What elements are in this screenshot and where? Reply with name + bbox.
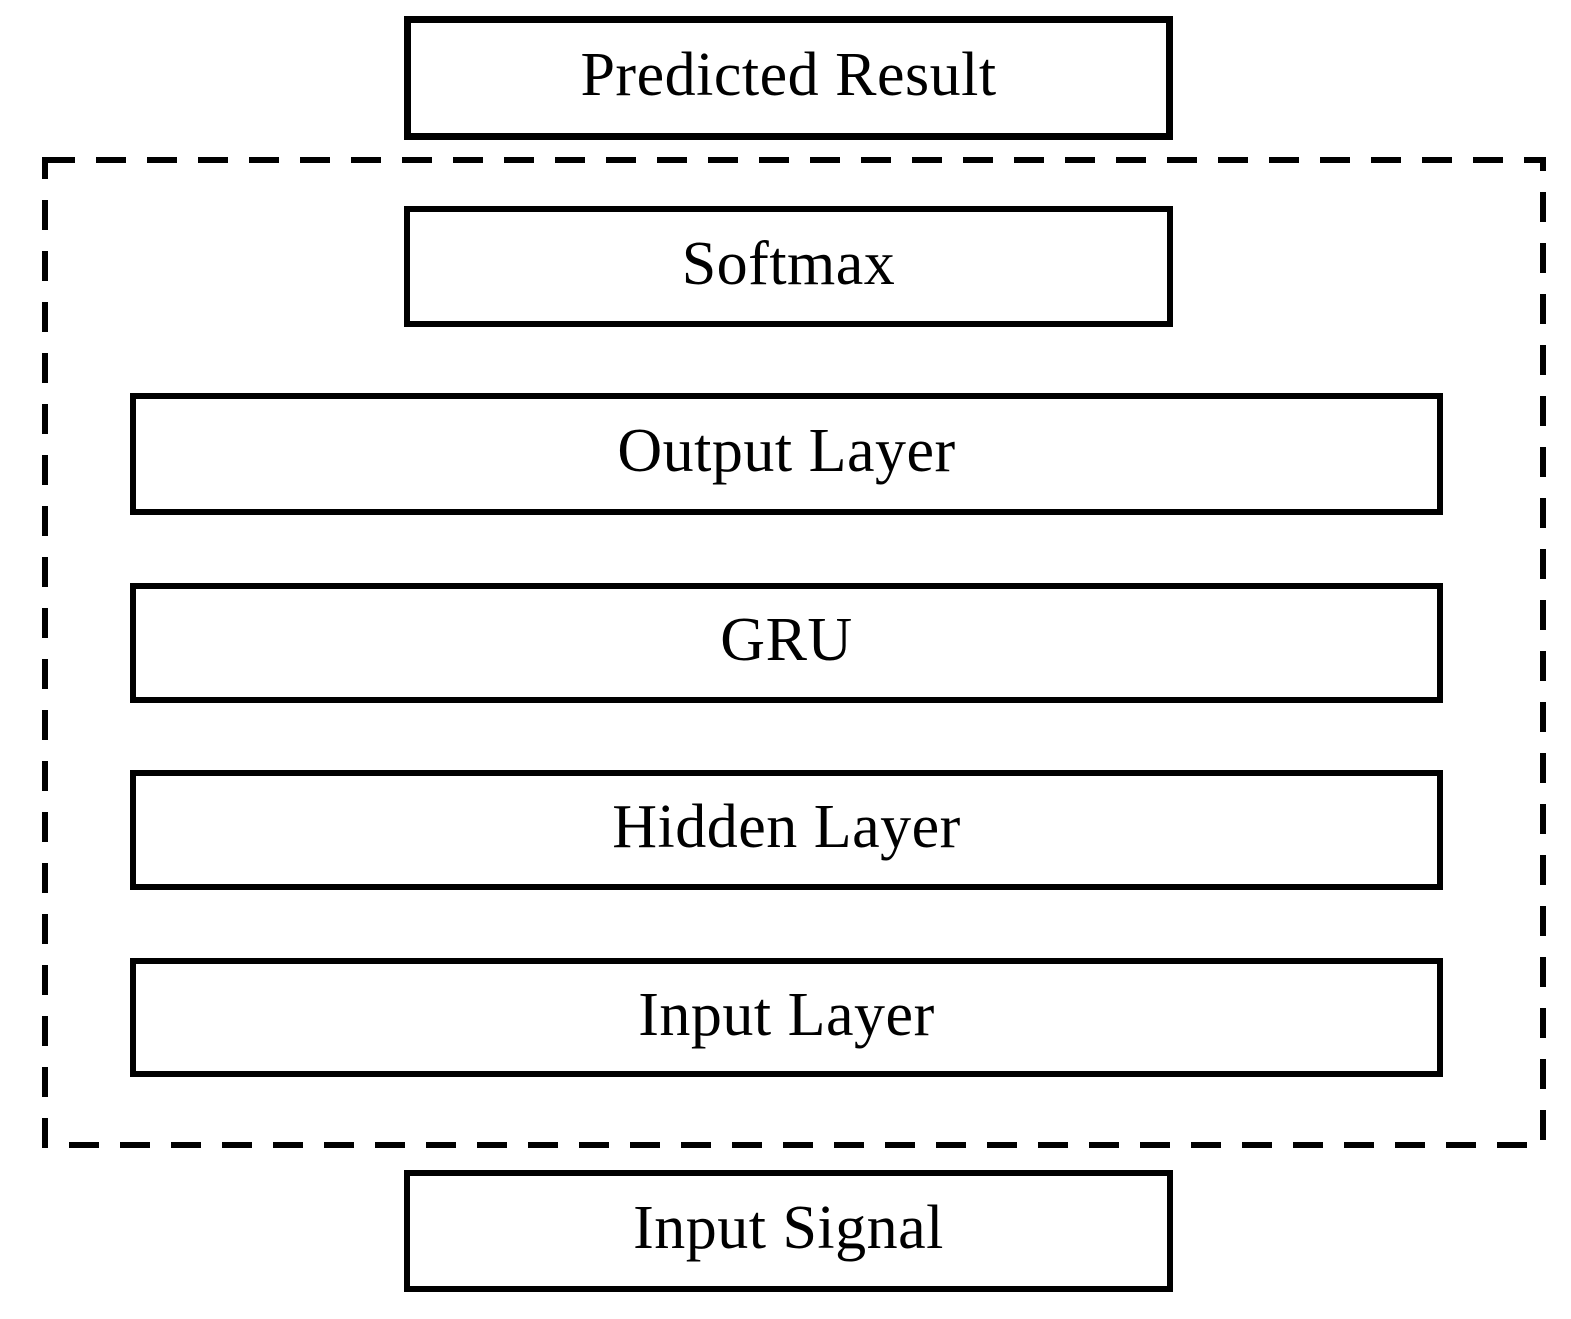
node-output-layer-label: Output Layer [617, 417, 956, 485]
node-predicted-result: Predicted Result [404, 16, 1173, 140]
node-input-signal: Input Signal [404, 1170, 1173, 1292]
node-softmax: Softmax [404, 206, 1173, 327]
node-input-layer: Input Layer [130, 958, 1443, 1077]
node-hidden-layer: Hidden Layer [130, 770, 1443, 890]
node-hidden-layer-label: Hidden Layer [612, 793, 961, 861]
node-output-layer: Output Layer [130, 393, 1443, 515]
node-softmax-label: Softmax [681, 229, 896, 298]
node-gru: GRU [130, 583, 1443, 703]
node-predicted-result-label: Predicted Result [580, 41, 997, 109]
node-input-signal-label: Input Signal [633, 1194, 944, 1262]
node-gru-label: GRU [720, 606, 853, 674]
node-input-layer-label: Input Layer [638, 980, 935, 1049]
